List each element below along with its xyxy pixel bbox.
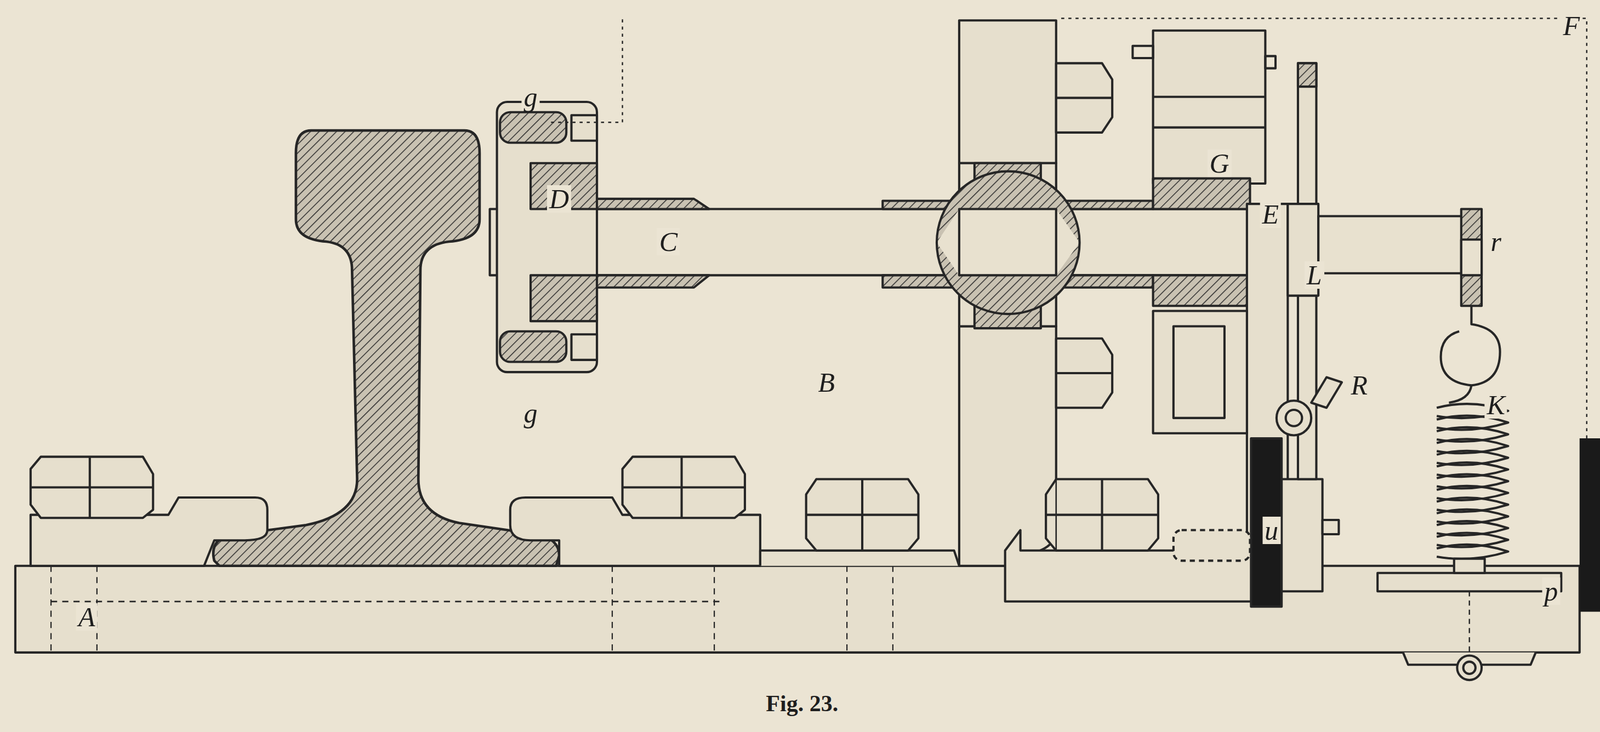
part-letter: F xyxy=(1561,12,1583,40)
figure-caption: Fig. 23. xyxy=(765,690,839,717)
base-plate xyxy=(15,566,1580,653)
part-letter: R xyxy=(1348,371,1370,400)
part-letter: B xyxy=(816,368,838,397)
ring xyxy=(1461,208,1482,306)
spring-hook xyxy=(1441,305,1501,386)
part-letter: L xyxy=(1304,261,1325,289)
part-letter: p xyxy=(1541,577,1560,606)
part-letter: K xyxy=(1484,391,1507,419)
part-letter: A xyxy=(76,603,98,631)
part-letter: G xyxy=(1207,149,1232,178)
part-letter: g xyxy=(521,83,540,111)
part-letter: D xyxy=(547,185,572,213)
part-letter: E xyxy=(1259,200,1281,229)
part-letter: g xyxy=(521,399,540,427)
spring-coil xyxy=(1436,403,1508,560)
spring-turn xyxy=(1436,544,1508,560)
contact-box xyxy=(1153,30,1266,184)
shaft xyxy=(490,208,1251,276)
part-letter: u xyxy=(1262,516,1281,545)
insulation-bar xyxy=(1250,438,1282,607)
part-letter: C xyxy=(657,228,680,256)
contact-disc xyxy=(497,101,597,373)
spring-foot xyxy=(1377,573,1562,592)
part-letter: r xyxy=(1488,228,1503,256)
